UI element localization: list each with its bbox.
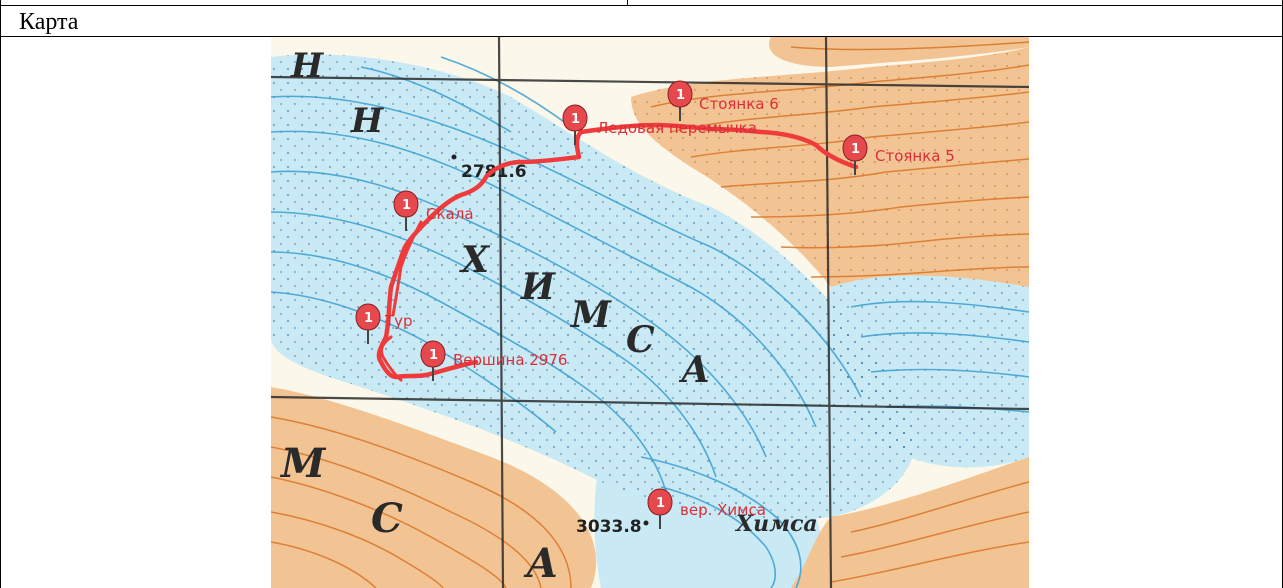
map-letter: Химса [734, 511, 818, 537]
stoyanka-5-icon[interactable]: 1 [842, 134, 868, 175]
map-section: Н Н Х И М С А М С А Химса 2781.6 [0, 37, 1283, 588]
marker-glyph: 1 [364, 311, 373, 326]
map-lettering: Н Н Х И М С А М С А Химса [279, 46, 818, 587]
map-letter: И [520, 266, 556, 308]
spot-height-label: 3033.8 [576, 517, 642, 537]
tur-icon[interactable]: 1 [355, 303, 381, 344]
map-section-header: Карта [0, 6, 1283, 37]
marker-glyph: 1 [676, 88, 685, 103]
marker-label-stoyanka-6: Стоянка 6 [699, 95, 779, 113]
map-letter: Н [350, 101, 385, 141]
marker-label-vershina-2976: Вершина 2976 [453, 351, 567, 369]
rock-contours [271, 41, 1029, 588]
map-letter: А [523, 540, 559, 587]
marker-label-ledovaya-peremychka: Ледовая перемычка [597, 119, 757, 137]
map-letter: С [371, 495, 403, 542]
route-track [376, 122, 859, 382]
map-letter: С [626, 319, 655, 361]
map-letter: М [569, 294, 612, 336]
route-map-canvas: Н Н Х И М С А М С А Химса 2781.6 [271, 37, 1029, 588]
map-letter: М [279, 440, 327, 487]
stoyanka-6-icon[interactable]: 1 [667, 80, 693, 121]
map-letter: Х [459, 239, 491, 281]
map-grid [271, 37, 1029, 588]
marker-glyph: 1 [429, 348, 438, 363]
map-letter: А [678, 349, 710, 391]
route-map: Н Н Х И М С А М С А Химса 2781.6 [271, 37, 1029, 588]
cell-divider [627, 0, 628, 6]
marker-label-skala: Скала [426, 205, 474, 223]
ice-contours [271, 56, 1029, 588]
glacier-areas [271, 54, 1029, 588]
ledovaya-peremychka-icon[interactable]: 1 [562, 104, 588, 145]
map-letter: Н [290, 46, 325, 86]
marker-label-stoyanka-5: Стоянка 5 [875, 147, 955, 165]
ver-khimsa-icon[interactable]: 1 [647, 488, 673, 529]
marker-label-tur: Тур [384, 312, 413, 330]
vershina-2976-icon[interactable]: 1 [420, 340, 446, 381]
marker-glyph: 1 [656, 496, 665, 511]
marker-glyph: 1 [851, 142, 860, 157]
marker-glyph: 1 [402, 198, 411, 213]
route-markers: 1 Стоянка 6 1 Ледовая перемычка 1 Сто [355, 80, 955, 529]
skala-icon[interactable]: 1 [393, 190, 419, 231]
section-caption: Карта [19, 9, 79, 35]
marker-glyph: 1 [571, 112, 580, 127]
marker-label-ver-khimsa: вер. Химса [680, 501, 766, 519]
